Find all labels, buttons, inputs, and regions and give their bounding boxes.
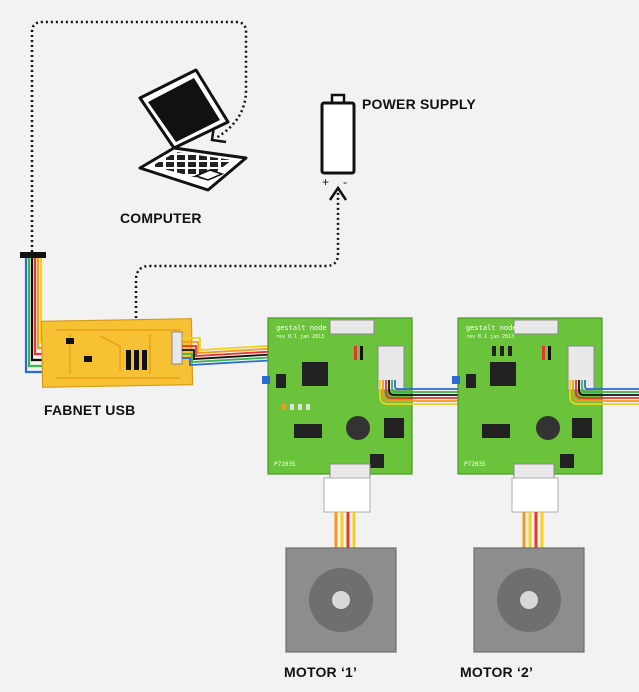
node-2-part: P72035 <box>464 461 486 468</box>
power-supply-label: POWER SUPPLY <box>362 96 476 112</box>
motor-2-label: MOTOR ‘2’ <box>460 664 534 680</box>
power-link <box>134 188 340 368</box>
fabnet-usb-label: FABNET USB <box>44 402 136 418</box>
bus-cable-out <box>569 380 639 405</box>
motor-1-wires <box>323 477 371 548</box>
power-minus: - <box>343 175 347 189</box>
node-2-title: gestalt node <box>466 324 517 332</box>
node-board-2 <box>452 317 603 485</box>
motor-2-wires <box>511 477 559 548</box>
motor-2-icon <box>473 547 585 653</box>
node-1-part: P72035 <box>274 461 296 468</box>
power-supply-arrow-icon <box>328 185 348 201</box>
battery-icon <box>320 93 356 175</box>
bus-cable-1 <box>182 337 331 366</box>
laptop-icon <box>138 68 248 192</box>
usb-header <box>20 252 46 258</box>
power-plus: + <box>322 175 329 189</box>
bus-cable-2 <box>379 348 536 405</box>
fabnet-usb-board <box>40 318 194 388</box>
node-1-subtitle: rev 0.1 jan 2013 <box>276 334 324 340</box>
motor-1-icon <box>285 547 397 653</box>
motor-1-label: MOTOR ‘1’ <box>284 664 358 680</box>
node-2-subtitle: rev 0.1 jan 2013 <box>466 334 514 340</box>
computer-label: COMPUTER <box>120 210 202 226</box>
node-1-title: gestalt node <box>276 324 327 332</box>
